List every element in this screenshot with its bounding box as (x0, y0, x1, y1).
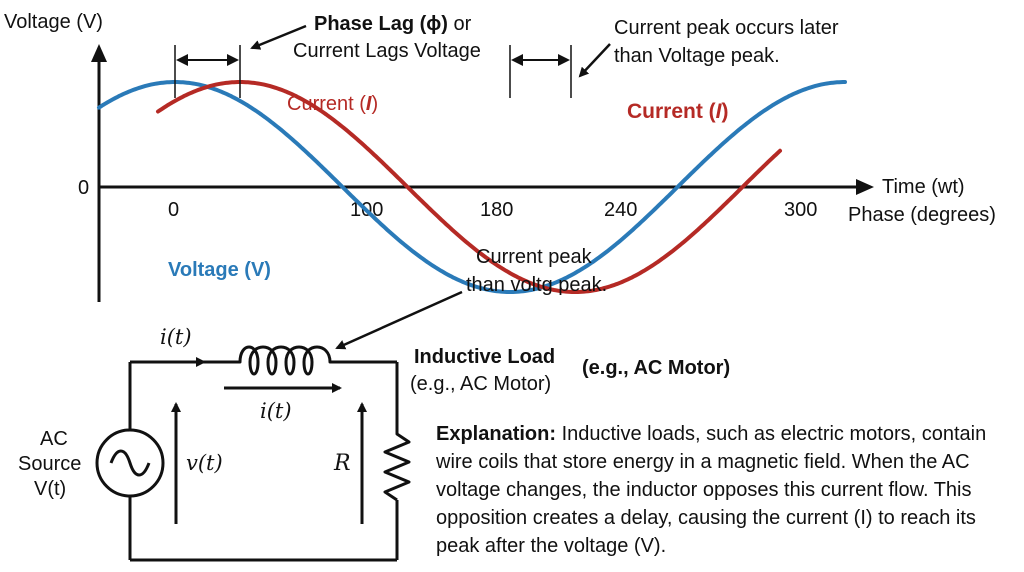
phase-lag-arrowhead-left (511, 54, 523, 66)
peak-note-pointer (578, 43, 611, 78)
phase-lag-title: Phase Lag (ϕ) or (314, 13, 472, 35)
peak-note-line-1: Current peak occurs later (614, 17, 839, 39)
resistor-label: R (333, 451, 351, 476)
tick-label: 240 (604, 199, 637, 221)
x-axis-label-time: Time (wt) (882, 176, 965, 198)
ac-source-label-3: V(t) (34, 478, 66, 500)
peak-note-2-line-2: than voltg peak. (466, 274, 607, 296)
voltage-label-circuit: v(t) (186, 451, 223, 475)
inductor-coil-icon (236, 345, 334, 376)
phase-lag-arrowhead-right (558, 54, 570, 66)
ac-sine-icon (109, 449, 151, 477)
explanation-text: Inductive loads, such as electric motors… (436, 423, 987, 557)
current-wave (156, 80, 782, 294)
peak-note-2-line-1: Current peak (476, 246, 593, 268)
origin-label: 0 (78, 177, 89, 199)
current-label-top: i(t) (160, 325, 192, 349)
current-label-inner: i(t) (260, 399, 292, 423)
tick-label: 180 (480, 199, 513, 221)
x-axis-arrowhead (856, 179, 874, 195)
x-axis-label-phase: Phase (degrees) (848, 204, 996, 226)
y-axis-arrowhead (91, 44, 107, 62)
explanation-heading: Explanation: (436, 423, 557, 445)
voltage-wave (97, 80, 847, 294)
phase-lag-subtitle: Current Lags Voltage (293, 40, 481, 62)
current-label-2: Current (I) (627, 100, 729, 123)
ac-source-label-2: Source (18, 453, 81, 475)
ac-source-label-1: AC (40, 428, 68, 450)
current-label-1: Current (I) (287, 93, 378, 115)
y-axis-label: Voltage (V) (4, 11, 103, 33)
tick-label: 300 (784, 199, 817, 221)
tick-label: 0 (168, 199, 179, 221)
load-title: Inductive Load (414, 346, 555, 368)
phase-lag-arrowhead-right (227, 54, 239, 66)
phase-lag-pointer (250, 24, 307, 50)
peak-note-line-2: than Voltage peak. (614, 45, 780, 67)
voltage-label: Voltage (V) (168, 259, 271, 281)
phase-lag-arrowhead-left (176, 54, 188, 66)
peak-note-2-pointer (335, 290, 463, 350)
resistor-symbol (383, 428, 411, 502)
load-example-bold: (e.g., AC Motor) (582, 357, 730, 379)
explanation-paragraph: Explanation: Inductive loads, such as el… (436, 420, 1016, 560)
load-example: (e.g., AC Motor) (410, 373, 551, 395)
